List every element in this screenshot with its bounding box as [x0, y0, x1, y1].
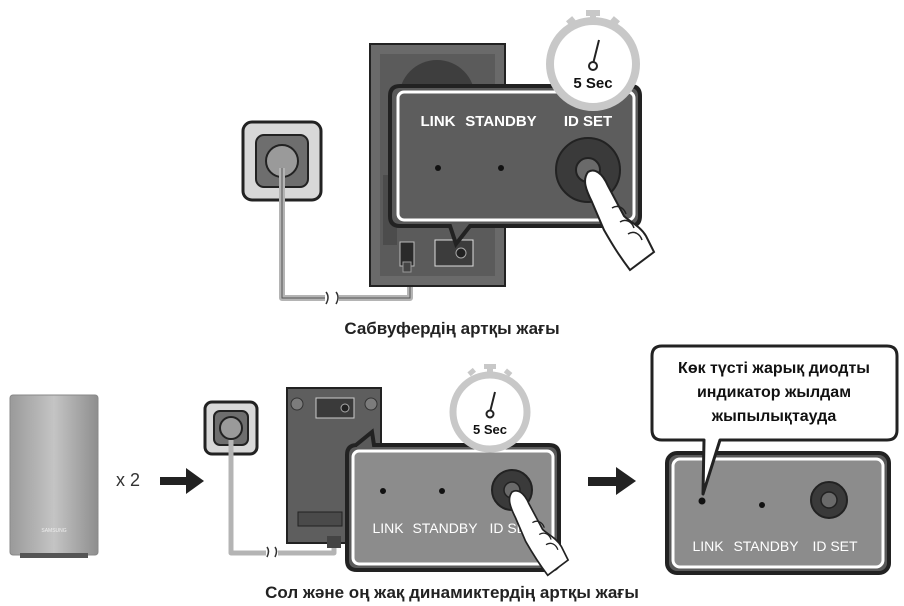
- link-label: LINK: [372, 520, 404, 536]
- standby-led: [498, 165, 504, 171]
- timer-label: 5 Sec: [473, 422, 507, 437]
- link-label: LINK: [692, 538, 724, 554]
- led-speech-bubble: [650, 344, 899, 496]
- arrow-right-icon: [588, 467, 636, 495]
- callout-line-2: индикатор жылдам: [697, 384, 851, 401]
- standby-label: STANDBY: [733, 538, 799, 554]
- standby-led: [759, 502, 765, 508]
- link-led: [698, 497, 706, 505]
- arrow-right-icon: [160, 468, 204, 494]
- control-panel-callout: [345, 428, 561, 572]
- wall-outlet-icon: [203, 400, 259, 456]
- hand-press-icon: [584, 169, 656, 272]
- idset-label: ID SET: [812, 538, 858, 554]
- stopwatch-icon: [546, 10, 640, 111]
- callout-line-3: жыпылықтауда: [711, 408, 837, 425]
- cable-break-icon: [325, 290, 339, 306]
- link-label: LINK: [421, 113, 456, 130]
- standby-led: [439, 488, 445, 494]
- callout-line-1: Көк түсті жарық диодты: [678, 360, 870, 377]
- subwoofer-caption: Сабвуфердің артқы жағы: [344, 319, 559, 338]
- wall-outlet-icon: [241, 120, 323, 202]
- speaker-brand-label: SAMSUNG: [41, 528, 66, 534]
- timer-label: 5 Sec: [573, 75, 612, 92]
- standby-label: STANDBY: [412, 520, 478, 536]
- satellite-speaker-front: [9, 394, 99, 558]
- standby-label: STANDBY: [465, 113, 536, 130]
- control-panel-callout: [388, 84, 642, 249]
- hand-press-icon: [508, 489, 570, 577]
- idset-label: ID SET: [564, 113, 612, 130]
- cable-break-icon: [266, 546, 278, 560]
- id-set-button[interactable]: [810, 481, 848, 519]
- result-panel: [665, 451, 891, 575]
- link-led: [435, 165, 441, 171]
- speakers-caption: Сол және оң жақ динамиктердің артқы жағы: [265, 583, 639, 602]
- link-led: [380, 488, 386, 494]
- stopwatch-icon: [449, 364, 531, 453]
- multiplier-label: x 2: [116, 470, 140, 490]
